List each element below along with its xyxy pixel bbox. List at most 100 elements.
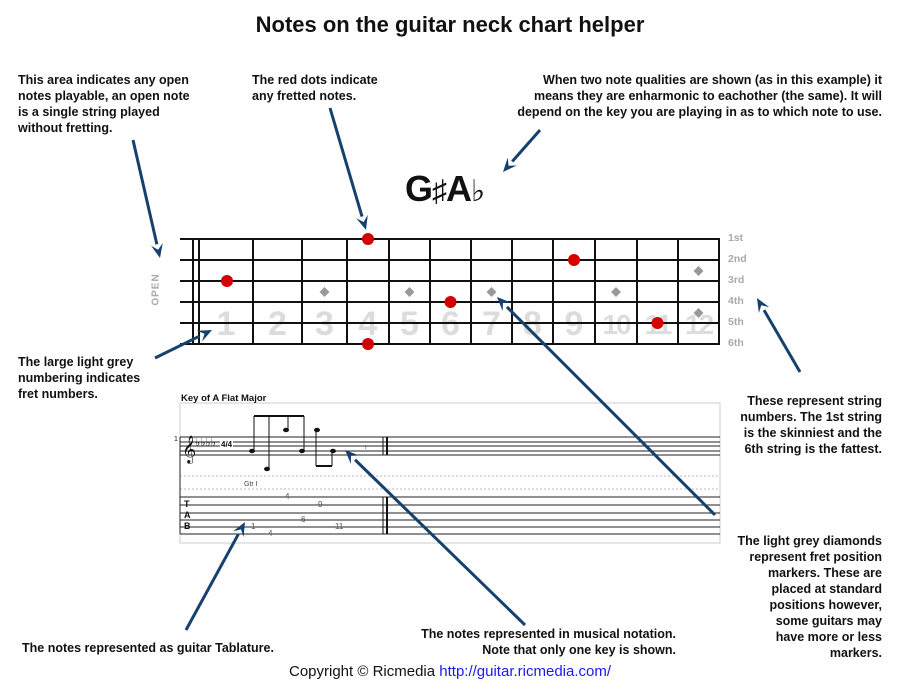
footer: Copyright © Ricmedia http://guitar.ricme…: [0, 663, 900, 680]
arrow: [345, 450, 527, 627]
rest-symbol: 𝄾: [364, 442, 367, 454]
string-label: 6th: [728, 337, 744, 349]
tab-number: 1: [251, 522, 256, 531]
annotation-line: is a single string played: [18, 105, 160, 119]
arrow-head-icon: [233, 522, 245, 538]
arrow-head-icon: [345, 450, 360, 465]
annotation-line: These represent string: [747, 394, 882, 408]
fretted-note-dot: [568, 254, 580, 266]
key-signature-flats: ♭♭♭♭: [195, 437, 216, 449]
annotation-line: notes playable, an open note: [18, 89, 190, 103]
fret-number: 10: [602, 309, 631, 340]
annotation-fret-numbers: The large light grey numbering indicates…: [18, 354, 140, 402]
annotation-line: any fretted notes.: [252, 89, 357, 103]
open-label: OPEN: [150, 273, 162, 306]
annotation-line: markers. These are: [768, 566, 882, 580]
tab-letter: B: [184, 521, 191, 531]
annotation-enharmonic: When two note qualities are shown (as in…: [517, 72, 882, 120]
note-head: [330, 448, 336, 454]
fret-position-marker: [404, 287, 415, 297]
tab-letter: A: [184, 510, 191, 520]
arrow-shaft: [154, 334, 201, 360]
arrow-shaft: [131, 139, 159, 245]
fret-position-marker: [486, 287, 497, 297]
flat-symbol: ♭: [471, 175, 485, 208]
notation-staff: 𝄞♭♭♭♭𝄾: [179, 402, 721, 544]
annotation-line: The notes represented as guitar Tablatur…: [22, 641, 274, 655]
annotation-line: means they are enharmonic to eachother (…: [533, 89, 882, 103]
annotation-line: depend on the key you are playing in as …: [517, 105, 882, 119]
annotation-notation: The notes represented in musical notatio…: [421, 626, 676, 658]
arrow-shaft: [505, 305, 717, 517]
arrow-head-icon: [497, 297, 512, 312]
string-label: 1st: [728, 232, 744, 244]
annotation-line: represent fret position: [749, 550, 882, 564]
annotation-string-numbers: These represent string numbers. The 1st …: [740, 393, 882, 457]
string-label: 2nd: [728, 253, 747, 265]
arrow-head-icon: [196, 330, 212, 342]
annotation-red-dots: The red dots indicate any fretted notes.: [252, 72, 378, 104]
arrow: [154, 330, 212, 360]
tab-number: 4: [268, 529, 273, 538]
string-label: 5th: [728, 316, 744, 328]
tab-letter: T: [184, 499, 190, 509]
tab-number: 11: [335, 522, 344, 531]
sharp-symbol: ♯: [432, 175, 447, 208]
arrow-shaft: [353, 458, 527, 627]
annotation-line: Note that only one key is shown.: [482, 643, 676, 657]
arrow: [757, 298, 802, 373]
arrow: [184, 522, 245, 631]
annotation-line: placed at standard: [771, 582, 882, 596]
arrow-shaft: [184, 533, 240, 631]
fret-position-marker: [693, 308, 704, 318]
arrow-shaft: [511, 129, 542, 163]
arrow: [328, 107, 368, 230]
track-label: Gtr I: [244, 481, 258, 488]
arrow-shaft: [762, 309, 802, 373]
fretted-note-dot: [362, 338, 374, 350]
enharmonic-note-label: G♯A♭: [405, 168, 485, 210]
annotation-open-notes: This area indicates any open notes playa…: [18, 72, 190, 136]
string-label: 3rd: [728, 274, 745, 286]
copyright-text: Copyright © Ricmedia: [288, 663, 436, 680]
note-a: A: [446, 168, 472, 209]
fret-position-marker: [319, 287, 330, 297]
note-head: [314, 427, 320, 433]
annotation-line: 6th string is the fattest.: [744, 442, 882, 456]
fretboard: [180, 233, 720, 350]
tab-number: 4: [285, 492, 290, 501]
annotation-line: The red dots indicate: [252, 73, 378, 87]
measure-number: 1: [174, 436, 178, 443]
annotation-line: have more or less: [775, 630, 882, 644]
annotation-line: This area indicates any open: [18, 73, 189, 87]
annotation-line: is the skinniest and the: [743, 426, 882, 440]
arrow-head-icon: [356, 214, 368, 230]
annotation-line: The large light grey: [18, 355, 134, 369]
fretted-note-dot: [444, 296, 457, 308]
arrow-head-icon: [757, 298, 770, 314]
annotation-line: When two note qualities are shown (as in…: [543, 73, 882, 87]
annotation-line: without fretting.: [18, 121, 113, 135]
arrow: [503, 129, 542, 172]
tab-number: 6: [301, 515, 306, 524]
annotation-diamonds: The light grey diamonds represent fret p…: [738, 533, 882, 661]
annotation-tablature: The notes represented as guitar Tablatur…: [22, 640, 274, 656]
fret-position-marker: [611, 287, 621, 297]
arrow: [131, 139, 163, 258]
fretted-note-dot: [221, 275, 233, 287]
arrow-head-icon: [151, 243, 163, 258]
website-link[interactable]: http://guitar.ricmedia.com/: [439, 663, 612, 680]
time-signature: 4/4: [220, 440, 234, 449]
fretted-note-dot: [362, 233, 374, 245]
annotation-line: The notes represented in musical notatio…: [421, 627, 676, 641]
notation-frame: [179, 402, 721, 544]
string-label: 4th: [728, 295, 744, 307]
note-g: G: [405, 168, 433, 209]
annotation-line: fret numbers.: [18, 387, 98, 401]
fretted-note-dot: [651, 317, 664, 329]
arrows: [131, 107, 802, 631]
annotation-line: numbers. The 1st string: [740, 410, 882, 424]
annotation-line: some guitars may: [775, 614, 882, 628]
tab-number: 9: [318, 500, 323, 509]
